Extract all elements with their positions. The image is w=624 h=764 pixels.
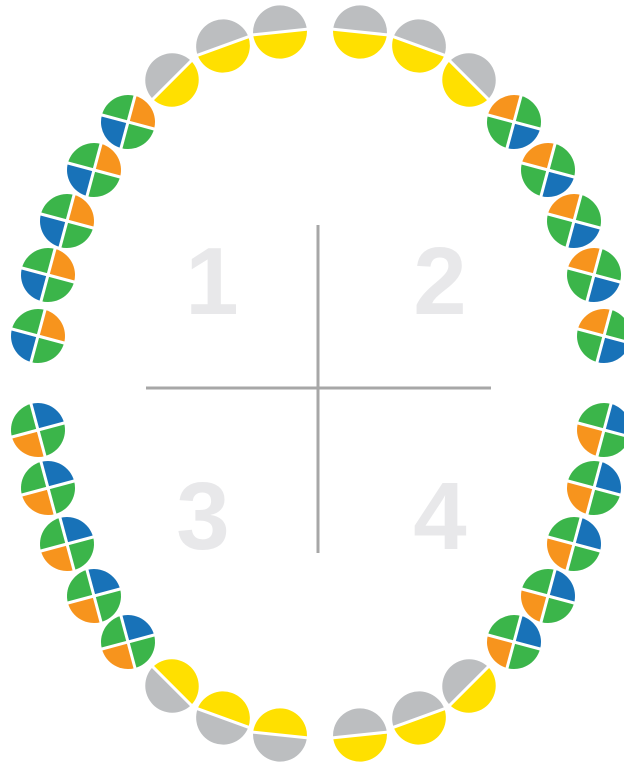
tooth-lower-right-1 <box>332 708 388 761</box>
tooth-upper-left-4 <box>101 95 155 149</box>
tooth-lower-right-4 <box>577 403 624 457</box>
tooth-upper-left-7 <box>21 248 75 302</box>
tooth-lower-right-6 <box>547 517 601 571</box>
tooth-upper-left-2 <box>196 19 250 72</box>
tooth-lower-right-8 <box>487 615 541 669</box>
quadrant-1-number: 1 <box>185 228 238 335</box>
tooth-upper-right-4 <box>487 95 541 149</box>
tooth-upper-left-8 <box>11 309 65 363</box>
tooth-upper-right-6 <box>547 194 601 248</box>
tooth-upper-right-7 <box>567 248 621 302</box>
tooth-upper-left-5 <box>67 143 121 197</box>
quadrant-4-number: 4 <box>413 463 466 570</box>
tooth-lower-left-6 <box>40 517 94 571</box>
tooth-lower-right-2 <box>392 691 446 744</box>
tooth-upper-right-5 <box>521 143 575 197</box>
tooth-lower-right-7 <box>521 569 575 623</box>
tooth-upper-left-6 <box>40 194 94 248</box>
tooth-upper-right-8 <box>577 309 624 363</box>
quadrant-2-number: 2 <box>413 228 466 335</box>
tooth-lower-right-5 <box>567 461 621 515</box>
tooth-upper-right-1 <box>332 5 388 58</box>
quadrant-3-number: 3 <box>176 463 229 570</box>
quadrant-numbers: 1 2 3 4 <box>176 228 466 570</box>
tooth-upper-left-1 <box>252 5 308 58</box>
tooth-lower-left-5 <box>21 461 75 515</box>
tooth-lower-left-4 <box>11 403 65 457</box>
tooth-lower-left-8 <box>101 615 155 669</box>
tooth-lower-left-2 <box>196 691 250 744</box>
tooth-lower-left-3 <box>145 659 198 712</box>
tooth-lower-left-1 <box>252 708 308 761</box>
tooth-lower-right-3 <box>442 659 495 712</box>
tooth-upper-right-3 <box>442 53 495 106</box>
tooth-upper-left-3 <box>145 53 198 106</box>
tooth-lower-left-7 <box>67 569 121 623</box>
tooth-upper-right-2 <box>392 19 446 72</box>
